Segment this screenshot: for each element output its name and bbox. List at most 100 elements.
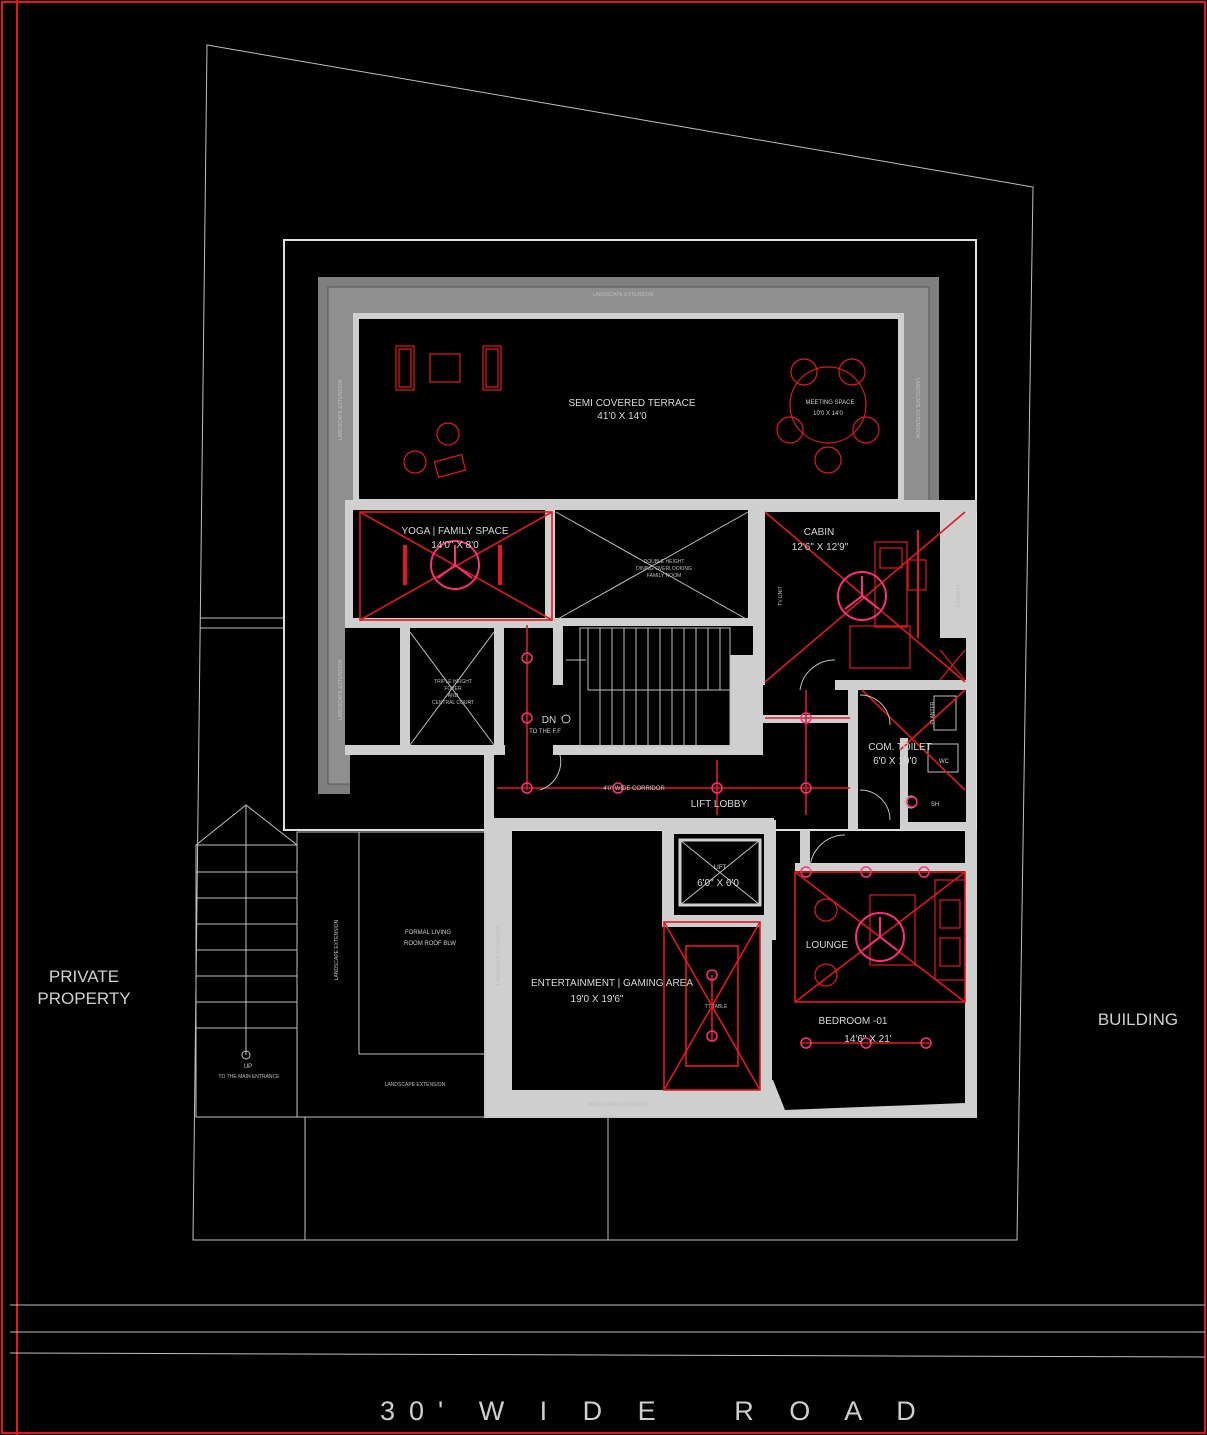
planter-label-cabin: PLANTER: [954, 584, 960, 607]
wall-cabin-left: [755, 505, 765, 685]
cabin-title: CABIN: [804, 527, 835, 538]
wall-left-outer: [345, 500, 353, 628]
wc-label: WC: [939, 759, 950, 765]
lift-shaft: [678, 838, 762, 907]
road-label: 30' W I D E R O A D: [380, 1396, 930, 1426]
landscape-label-entertain: LANDSCAPE EXTENSION: [496, 924, 502, 985]
road-line-3: [9, 1352, 1206, 1358]
wall-toilet-bottom: [900, 822, 975, 830]
entrance-steps: [196, 871, 297, 1029]
wall-cabin-bottom: [835, 680, 970, 690]
yoga-title: YOGA | FAMILY SPACE: [401, 526, 508, 537]
planter-label-left: LANDSCAPE EXTENSION: [338, 659, 344, 720]
com-toilet-title: COM. TOILET: [868, 742, 932, 753]
wall-dh-left: [545, 505, 555, 625]
wall-stair-bottom: [553, 745, 763, 755]
sh-label: SH: [931, 802, 939, 808]
wall-th-bottom: [345, 745, 505, 755]
wall-yoga-bottom: [345, 618, 555, 628]
central-court-label: CENTRAL COURT: [432, 700, 474, 706]
meeting-table: [776, 358, 880, 474]
wall-stair-core: [730, 655, 760, 755]
terrace-size: 41'0 X 14'0: [597, 411, 647, 422]
meeting-title: MEETING SPACE: [806, 400, 855, 406]
wall-dh-right: [748, 505, 758, 625]
lift-lobby-label: LIFT LOBBY: [691, 799, 748, 810]
staircase: [566, 627, 731, 747]
terrace-lounge-furniture: [395, 345, 502, 479]
entertainment-size: 19'0 X 19'6": [571, 994, 624, 1005]
landscape-label-left: LANDSCAPE EXTENSION: [338, 379, 344, 440]
wall-th-left: [400, 625, 410, 750]
wall-stair-left: [553, 625, 563, 685]
door-swings: [539, 659, 891, 871]
entrance-up-marker: [241, 1050, 251, 1060]
dn-marker: [561, 714, 571, 724]
wall-corridor-left: [484, 750, 494, 830]
formal-living-label: FORMAL LIVING: [405, 930, 451, 936]
landscape-label-formal: LANDSCAPE EXTENSION: [334, 919, 340, 980]
light-points: [521, 652, 932, 1049]
family-room-label: FAMILY ROOM: [647, 573, 681, 579]
yoga-size: 14'0" X 8'0: [431, 540, 479, 551]
toilet-cross: [861, 689, 966, 791]
private-property-label-1: PRIVATE: [49, 967, 119, 986]
cabin-cross: [764, 511, 966, 683]
wall-corridor-right-top: [760, 715, 850, 723]
wall-dh-bottom: [555, 618, 755, 626]
dining-overlooking-label: DINING OVERLOOKING: [636, 566, 692, 572]
wall-bed-top: [795, 863, 967, 871]
cabin-size: 12'6" X 12'9": [792, 542, 849, 553]
building-label: BUILDING: [1098, 1010, 1178, 1029]
left-landscape-outline: [296, 831, 486, 1118]
landscape-label-bottom: LANDSCAPE EXTENSION: [587, 1102, 648, 1108]
wall-lobby-right: [800, 830, 810, 870]
tt-table-label: TT TABLE: [705, 1004, 728, 1010]
up-label: UP: [244, 1064, 252, 1070]
planter-label-toilet: PLANTER: [930, 701, 936, 724]
wall-lift-left: [662, 826, 674, 926]
foyer-label: FOYER: [444, 686, 462, 692]
lift-size: 6'0" X 6'0: [697, 878, 739, 889]
yoga-cross: [359, 511, 553, 621]
wall-right-outer: [966, 500, 976, 830]
tv-unit-label: TV UNIT: [778, 586, 784, 605]
private-property-label-2: PROPERTY: [37, 989, 130, 1008]
cabin-furniture: [849, 541, 966, 681]
wall-entertain-bottom: [484, 1090, 764, 1118]
lift-x-2: [679, 839, 761, 906]
double-height-label: DOUBLE HEIGHT: [644, 559, 685, 565]
fan-icon: [855, 912, 905, 962]
fan-icon: [837, 571, 887, 621]
bedroom-title: BEDROOM -01: [819, 1016, 888, 1027]
bedroom-size: 14'6" X 21': [844, 1034, 891, 1045]
triple-height-x-2: [409, 631, 495, 746]
wall-upper-top-right: [755, 500, 977, 512]
wall-bed-right: [965, 830, 977, 1118]
wall-th-right: [494, 618, 504, 750]
triple-height-label: TRIPLE HEIGHT: [434, 679, 472, 685]
wall-lift-bottom: [662, 915, 772, 927]
entertainment-title: ENTERTAINMENT | GAMING AREA: [531, 978, 693, 989]
wall-upper-top: [345, 500, 555, 510]
dn-label: DN: [542, 715, 556, 726]
wall-bed-left: [764, 870, 772, 1118]
and-label: AND: [448, 693, 459, 699]
to-main-entrance-label: TO THE MAIN ENTRANCE: [219, 1074, 281, 1080]
double-height-x-2: [555, 511, 749, 621]
landscape-label-right: LANDSCAPE EXTENSION: [914, 378, 920, 439]
wall-corridor-right: [848, 690, 858, 830]
meeting-size: 10'0 X 14'0: [813, 411, 843, 417]
room-roof-label: ROOM ROOF BLW: [404, 941, 456, 947]
lighting-grid: [497, 625, 930, 1044]
corridor-label: 4'0" WIDE CORRIDOR: [603, 786, 665, 792]
bedroom-floor: [773, 1080, 965, 1110]
plot-boundary: [192, 44, 1034, 1241]
landscape-label-top: LANDSCAPE EXTENSION: [593, 292, 654, 298]
terrace-floor: [356, 316, 901, 502]
wall-lift-top: [662, 826, 774, 834]
wall-upper-top-mid: [545, 500, 755, 510]
to-ff-label: TO THE F.F: [529, 729, 561, 735]
